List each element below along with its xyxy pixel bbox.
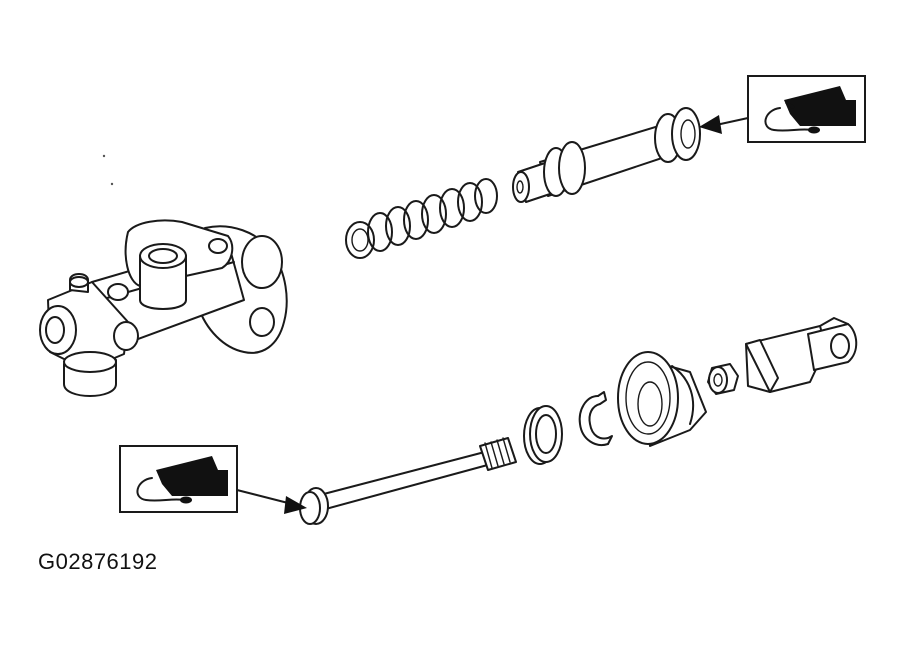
figure-id-label: G02876192 [38, 549, 158, 574]
lock-nut [707, 363, 739, 395]
retaining-clip [578, 391, 613, 446]
grease-application-icon [119, 445, 238, 513]
arrow-to-piston-icon [699, 115, 749, 134]
master-cylinder-body [39, 154, 288, 397]
dust-boot [617, 351, 707, 447]
return-spring [345, 178, 498, 259]
arrow-to-push-rod-icon [236, 489, 307, 514]
push-rod [299, 437, 517, 525]
piston-assembly [512, 107, 701, 203]
clevis [745, 317, 858, 393]
seal-ring [523, 405, 563, 465]
grease-application-icon [747, 75, 866, 143]
